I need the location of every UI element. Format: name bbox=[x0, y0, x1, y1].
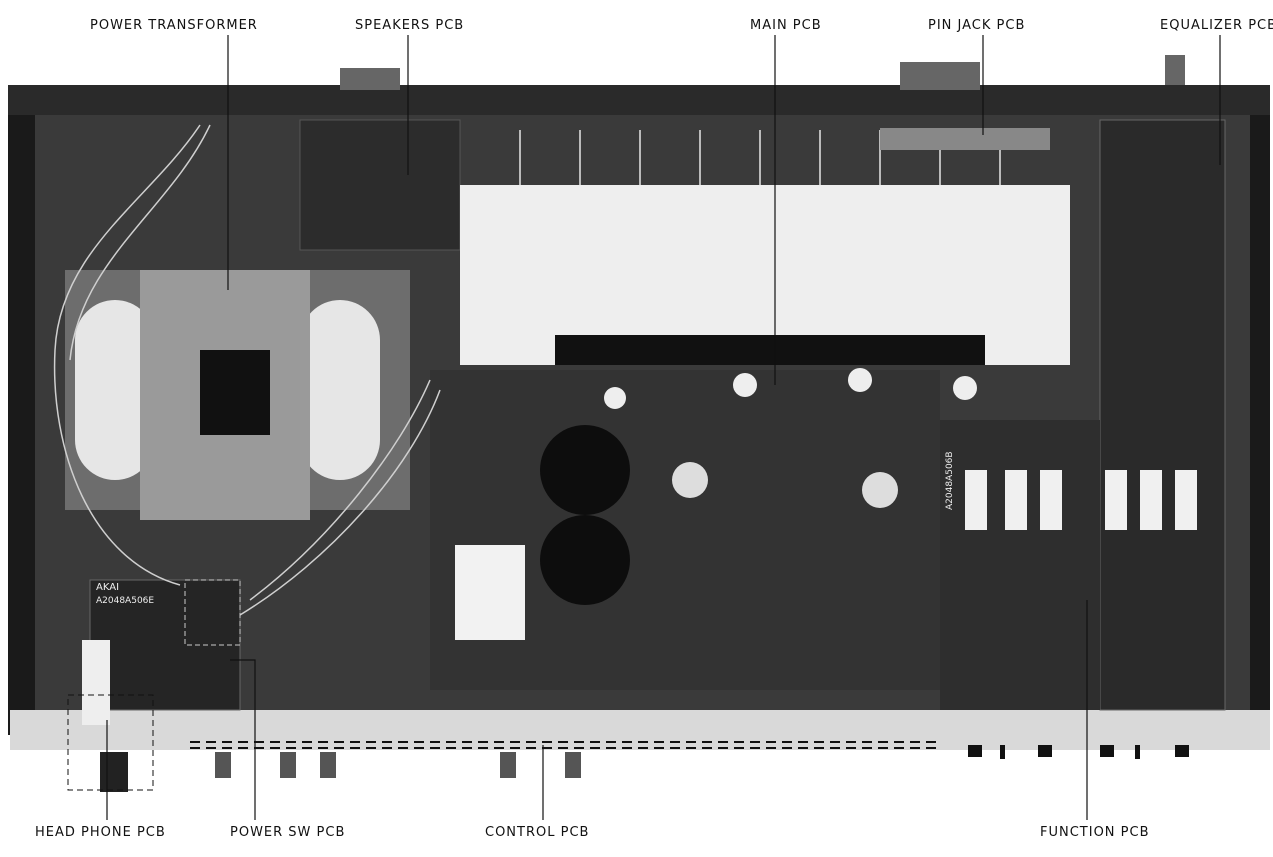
label-pin-jack-pcb: PIN JACK PCB bbox=[928, 18, 1026, 33]
wiring bbox=[53, 124, 441, 616]
label-main-pcb: MAIN PCB bbox=[750, 18, 822, 33]
function-pcb bbox=[940, 420, 1100, 710]
label-function-pcb: FUNCTION PCB bbox=[1040, 825, 1150, 840]
label-speakers-pcb: SPEAKERS PCB bbox=[355, 18, 465, 33]
transformer-lamination bbox=[75, 300, 380, 480]
heat-sink-fins bbox=[519, 130, 1001, 185]
pin-jack-pcb bbox=[880, 128, 1050, 150]
equalizer-pcb bbox=[1099, 119, 1226, 711]
capacitors bbox=[540, 368, 977, 605]
speakers-pcb bbox=[299, 119, 461, 251]
fuse-holder bbox=[455, 545, 525, 640]
label-power-transformer: POWER TRANSFORMER bbox=[90, 18, 258, 33]
headphone-jack bbox=[82, 640, 110, 725]
label-control-pcb: CONTROL PCB bbox=[485, 825, 590, 840]
label-equalizer-pcb: EQUALIZER PCB bbox=[1160, 18, 1273, 33]
leader-lines bbox=[106, 35, 1221, 820]
main-pcb bbox=[430, 370, 940, 690]
rear-panel bbox=[8, 85, 1270, 115]
head-phone-pcb-outline bbox=[67, 694, 154, 791]
label-head-phone-pcb: HEAD PHONE PCB bbox=[35, 825, 166, 840]
power-sw-box bbox=[184, 579, 241, 646]
transformer-label-block bbox=[200, 350, 270, 435]
function-buttons bbox=[968, 745, 1189, 759]
label-power-sw-pcb: POWER SW PCB bbox=[230, 825, 346, 840]
front-knobs bbox=[100, 752, 581, 792]
front-panel bbox=[10, 710, 1270, 750]
power-transistors bbox=[555, 335, 985, 365]
function-switches bbox=[965, 470, 1197, 530]
function-pcb-model: A2048A506B bbox=[945, 451, 955, 510]
akai-model: A2048A506E bbox=[96, 596, 154, 606]
rear-terminals bbox=[340, 55, 1185, 90]
akai-brand: AKAI bbox=[96, 582, 119, 593]
